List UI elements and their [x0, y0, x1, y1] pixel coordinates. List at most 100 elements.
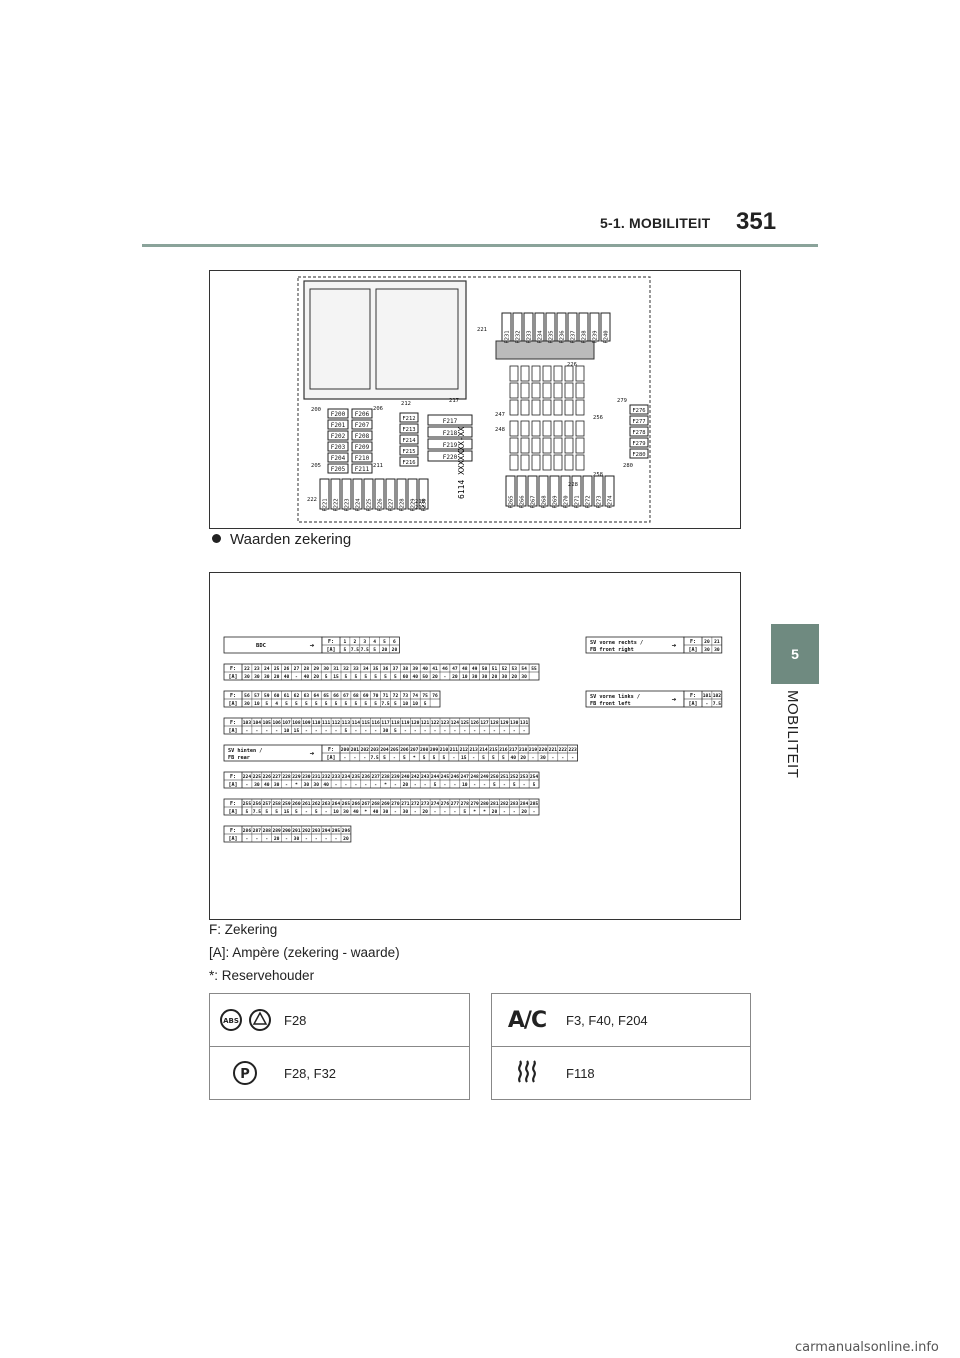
row5-fuse-number: 237: [371, 774, 380, 780]
fuse-slot: [604, 475, 615, 507]
fuse-slot: [531, 454, 541, 471]
fuse-label: F226: [378, 498, 384, 511]
row2-amp-value: 5: [345, 701, 348, 707]
fuse-box-drawing: F200F201F202F203F204F205F206F207F208F209…: [297, 276, 651, 523]
row2-amp-value: 5: [295, 701, 298, 707]
row5-amp-value: *: [295, 782, 298, 788]
row3-fuse-number: 111: [322, 720, 331, 726]
fuse-slot: [578, 312, 589, 342]
row3-amp-value: -: [523, 729, 526, 734]
row3-fuse-number: 116: [371, 720, 380, 726]
fuse-slot: [509, 382, 519, 399]
row6-amp-value: -: [394, 810, 397, 815]
row6-fuse-number: 281: [490, 801, 499, 807]
fuse-slot: [509, 437, 519, 454]
legend-star: *: Reservehouder: [209, 968, 315, 983]
row1-fuse-number: 41: [432, 666, 438, 672]
row5-amp-value: -: [394, 783, 397, 788]
fuse-slot: [327, 408, 349, 419]
row3-amp-value: -: [483, 729, 486, 734]
fuse-label: F279: [632, 441, 645, 447]
row4-f-label: F:: [328, 747, 334, 753]
row5-amp-value: -: [503, 783, 506, 788]
row5-fuse-number: 235: [352, 774, 361, 780]
row6-fuse-number: 264: [332, 801, 341, 807]
sv-front-right-amp-value: 30: [714, 647, 720, 653]
sv-front-right-f-label: F:: [690, 639, 696, 645]
row4-fuse-number: 211: [450, 747, 459, 753]
row7-amp-value: 20: [274, 836, 280, 842]
row1-fuse-number: 38: [403, 666, 409, 672]
fuse-slot: [520, 454, 530, 471]
fuse-slot: [553, 365, 563, 382]
row5-fuse-number: 243: [421, 774, 430, 780]
row3-fuse-number: 113: [342, 720, 351, 726]
row4-fuse-number: 201: [351, 747, 360, 753]
row6-amp-value: 20: [422, 809, 428, 815]
row2-amp-value: 10: [403, 701, 409, 707]
row4-fuse-number: 202: [361, 747, 370, 753]
row3-amp-value: -: [305, 729, 308, 734]
row1-amp-value: 20: [492, 674, 498, 680]
row1-fuse-number: 37: [393, 666, 399, 672]
row1-amp-value: 5: [384, 674, 387, 680]
row2-fuse-number: 63: [304, 693, 310, 699]
fuse-label: F240: [604, 330, 610, 343]
row5-fuse-number: 250: [490, 774, 499, 780]
row5-amp-value: -: [453, 783, 456, 788]
fuse-slot: [542, 420, 552, 437]
row2-fuse-number: 73: [403, 693, 409, 699]
row6-fuse-number: 255: [243, 801, 252, 807]
row4-amp-value: -: [344, 756, 347, 761]
row5-amp-value: -: [523, 783, 526, 788]
row4-amp-value: 5: [423, 755, 426, 761]
row1-amp-value: 30: [521, 674, 527, 680]
row1-fuse-number: 52: [502, 666, 508, 672]
diagram-number: 280: [623, 463, 633, 469]
row1-fuse-number: 48: [462, 666, 468, 672]
bdc-a-label: [A]: [326, 647, 335, 653]
row5-amp-value: -: [414, 783, 417, 788]
fuse-label: F217: [443, 418, 458, 425]
sv-front-right-label-line1: SV vorne rechts /: [590, 640, 643, 646]
fuse-label: F223: [345, 498, 351, 511]
row4-amp-value: -: [472, 756, 475, 761]
row6-amp-value: 5: [315, 809, 318, 815]
row4-amp-value: 5: [443, 755, 446, 761]
row5-fuse-number: 254: [530, 774, 539, 780]
row2-fuse-number: 56: [244, 693, 250, 699]
row7-amp-value: -: [335, 837, 338, 842]
row7-amp-value: -: [255, 837, 258, 842]
row1-fuse-number: 30: [323, 666, 329, 672]
row1-fuse-number: 35: [373, 666, 379, 672]
fuse-slot: [520, 382, 530, 399]
row3-fuse-number: 117: [381, 720, 390, 726]
fuse-slot: [575, 420, 585, 437]
row3-fuse-number: 103: [243, 720, 252, 726]
fuse-label: F221: [323, 498, 329, 511]
row7-amp-value: -: [305, 837, 308, 842]
row7-amp-value: -: [265, 837, 268, 842]
row2-fuse-number: 60: [274, 693, 280, 699]
row4-fuse-number: 215: [489, 747, 498, 753]
row1-fuse-number: 25: [274, 666, 280, 672]
sv-front-right-arrow-icon: ➔: [672, 641, 677, 650]
diagram-number: 218: [415, 499, 425, 505]
row1-fuse-number: 31: [333, 666, 339, 672]
row3-fuse-number: 127: [480, 720, 489, 726]
row2-amp-value: 30: [244, 701, 250, 707]
diagram-number: 205: [311, 463, 321, 469]
bdc-amp-value: 5: [344, 647, 347, 653]
fuse-slot: [399, 445, 419, 456]
fuse-label: F222: [334, 498, 340, 511]
row3-amp-value: -: [255, 729, 258, 734]
row2-amp-value: 10: [412, 701, 418, 707]
row7-fuse-number: 286: [243, 828, 252, 834]
abs-icon: ABS: [220, 1009, 242, 1031]
row5-amp-value: 30: [304, 782, 310, 788]
row1-amp-value: 5: [364, 674, 367, 680]
fuse-slot: [351, 463, 373, 474]
fuse-slot: [560, 475, 571, 507]
fuse-slot: [553, 454, 563, 471]
